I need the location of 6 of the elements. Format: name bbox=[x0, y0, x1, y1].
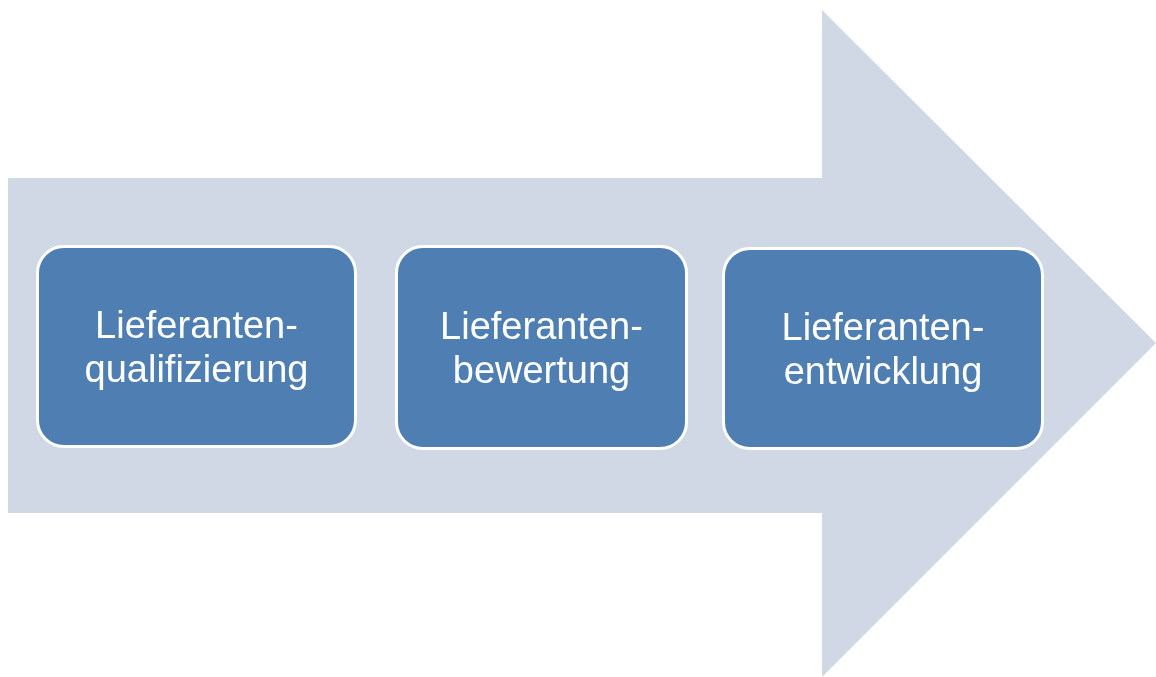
step-label: Lieferanten- bewertung bbox=[439, 303, 644, 392]
step-label: Lieferanten- entwicklung bbox=[780, 304, 986, 393]
process-box bbox=[36, 245, 357, 448]
process-box bbox=[722, 247, 1044, 450]
process-box bbox=[395, 245, 688, 450]
step-label: Lieferanten- qualifizierung bbox=[83, 302, 310, 391]
